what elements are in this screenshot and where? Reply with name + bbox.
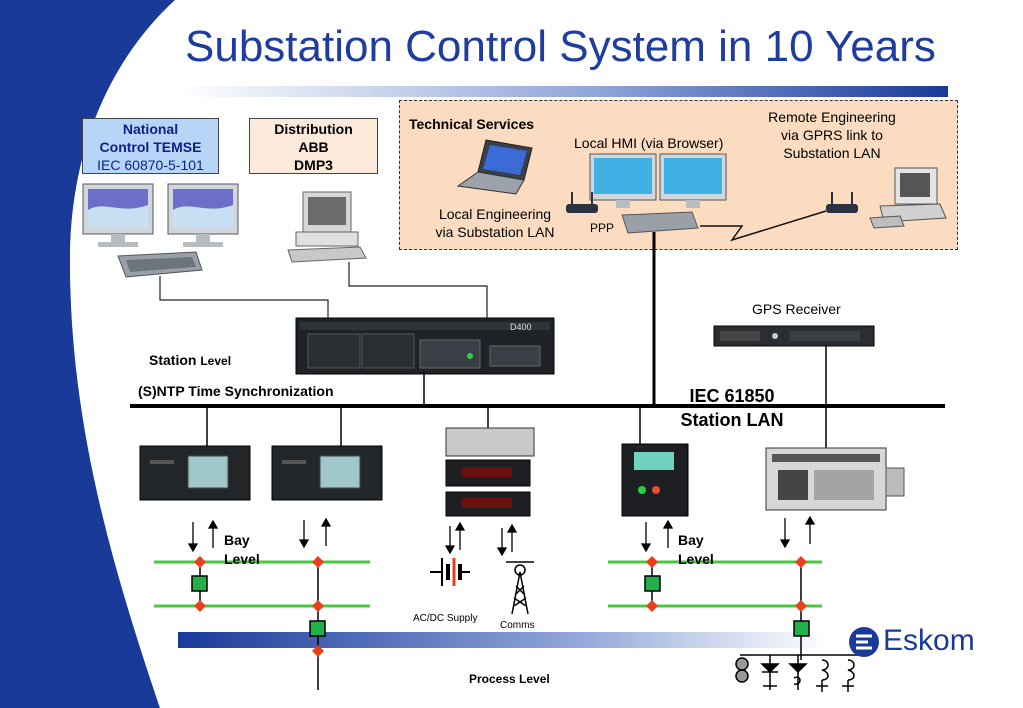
left-swoosh xyxy=(0,0,175,708)
gps-receiver-label: GPS Receiver xyxy=(752,301,841,317)
hmi-monitor-left-icon xyxy=(589,153,657,208)
eskom-logo-icon xyxy=(849,627,879,657)
national-line1: National xyxy=(122,121,179,137)
breakers xyxy=(191,575,810,637)
local-engineering-label: Local Engineering via Substation LAN xyxy=(420,205,570,241)
distribution-line3: DMP3 xyxy=(294,157,333,173)
bay-ied-stack-icon xyxy=(445,427,535,517)
acdc-supply-label: AC/DC Supply xyxy=(413,613,478,624)
d400-rack-icon: D400 xyxy=(295,317,555,375)
acdc-supply-icon xyxy=(430,558,470,586)
bay-left-line1: Bay xyxy=(224,532,250,548)
national-keyboard-icon xyxy=(117,251,203,278)
remote-line2: via GPRS link to xyxy=(781,127,883,143)
national-monitor-left-icon xyxy=(82,183,154,247)
laptop-icon xyxy=(456,139,533,195)
local-eng-line1: Local Engineering xyxy=(438,206,552,222)
national-to-d400-line xyxy=(159,276,329,318)
hmi-monitor-right-icon xyxy=(659,153,727,208)
bay-right-line2: Level xyxy=(678,551,714,567)
bay-ied-5-icon xyxy=(765,447,905,511)
comms-tower-icon xyxy=(506,561,534,615)
distribution-line1: Distribution xyxy=(274,121,353,137)
bay-level-right-label: Bay Level xyxy=(678,531,714,569)
router-right-icon xyxy=(826,192,858,213)
bay-ied-1-icon xyxy=(139,445,251,501)
top-gradient-bar xyxy=(178,86,948,97)
gps-receiver-icon xyxy=(713,325,875,347)
comms-label: Comms xyxy=(500,620,535,631)
hmi-keyboard-icon xyxy=(621,211,699,234)
remote-engineering-label: Remote Engineering via GPRS link to Subs… xyxy=(752,108,912,162)
page-title: Substation Control System in 10 Years xyxy=(185,22,936,71)
station-level-label: Station Level xyxy=(149,352,231,368)
iec-line1: IEC 61850 xyxy=(689,386,775,406)
remote-line1: Remote Engineering xyxy=(768,109,896,125)
process-instruments-icon xyxy=(735,654,862,692)
station-level-main: Station xyxy=(149,352,197,368)
eskom-logo-text: Eskom xyxy=(883,624,975,657)
national-control-box: National Control TEMSE IEC 60870-5-101 xyxy=(82,118,219,174)
national-line2: Control TEMSE xyxy=(99,139,202,155)
process-level-label: Process Level xyxy=(469,672,550,686)
d400-label: D400 xyxy=(510,322,532,332)
router-left-icon xyxy=(566,192,598,213)
national-monitor-right-icon xyxy=(167,183,239,247)
distribution-to-d400-line xyxy=(348,262,488,318)
local-eng-line2: via Substation LAN xyxy=(435,224,555,240)
remote-line3: Substation LAN xyxy=(783,145,881,161)
station-level-sub: Level xyxy=(200,354,232,368)
bay-ied-4-icon xyxy=(621,443,689,517)
busbars xyxy=(154,560,822,608)
national-line3: IEC 60870-5-101 xyxy=(97,157,204,173)
local-hmi-label: Local HMI (via Browser) xyxy=(574,135,724,151)
distribution-pc-icon xyxy=(287,191,367,263)
iec-line2: Station LAN xyxy=(680,410,784,430)
bay-ied-2-icon xyxy=(271,445,383,501)
remote-pc-icon xyxy=(869,167,947,229)
distribution-line2: ABB xyxy=(298,139,329,155)
bay-level-left-label: Bay Level xyxy=(224,531,260,569)
iec-61850-label: IEC 61850 Station LAN xyxy=(668,384,796,432)
nodes xyxy=(194,556,807,657)
ppp-label: PPP xyxy=(590,221,615,235)
bay-right-line1: Bay xyxy=(678,532,704,548)
gprs-link-line xyxy=(700,210,827,242)
bay-left-line2: Level xyxy=(224,551,260,567)
bay-arrows xyxy=(187,515,816,557)
distribution-box: Distribution ABB DMP3 xyxy=(249,118,378,174)
sntp-label: (S)NTP Time Synchronization xyxy=(138,383,334,399)
technical-services-title: Technical Services xyxy=(409,116,535,132)
bottom-gradient-bar xyxy=(178,632,828,648)
